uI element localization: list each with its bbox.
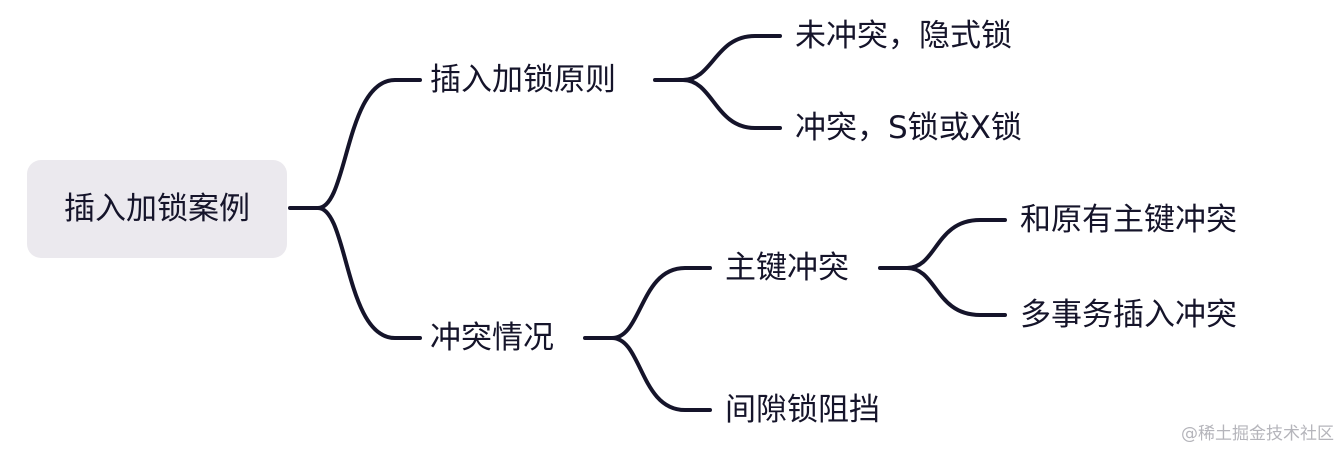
watermark: @稀土掘金技术社区 (1181, 424, 1334, 444)
root-node (27, 160, 287, 258)
node-existing-pk-conflict: 和原有主键冲突 (1020, 202, 1237, 238)
connector-pk-to-multitx (905, 266, 1007, 317)
node-multi-tx-insert-conflict: 多事务插入冲突 (1020, 297, 1237, 333)
node-conflict-s-or-x-lock: 冲突，S锁或X锁 (795, 110, 1022, 146)
node-gap-lock-blocking: 间隙锁阻挡 (725, 392, 880, 428)
connector-pk-to-existing (905, 218, 1007, 270)
node-insert-lock-principle: 插入加锁原则 (430, 62, 616, 98)
node-conflict-cases: 冲突情况 (430, 320, 554, 356)
node-primary-key-conflict: 主键冲突 (725, 250, 849, 286)
connector-principle-to-implicit (681, 34, 782, 82)
connector-root-to-conflict (316, 206, 422, 340)
connector-principle-to-sx (681, 78, 782, 130)
node-no-conflict-implicit-lock: 未冲突，隐式锁 (795, 18, 1012, 54)
connector-root-to-principle (316, 78, 422, 210)
connector-conflict-to-pk (610, 266, 712, 340)
root-node-label: 插入加锁案例 (64, 191, 250, 227)
connector-conflict-to-gap (610, 336, 712, 412)
